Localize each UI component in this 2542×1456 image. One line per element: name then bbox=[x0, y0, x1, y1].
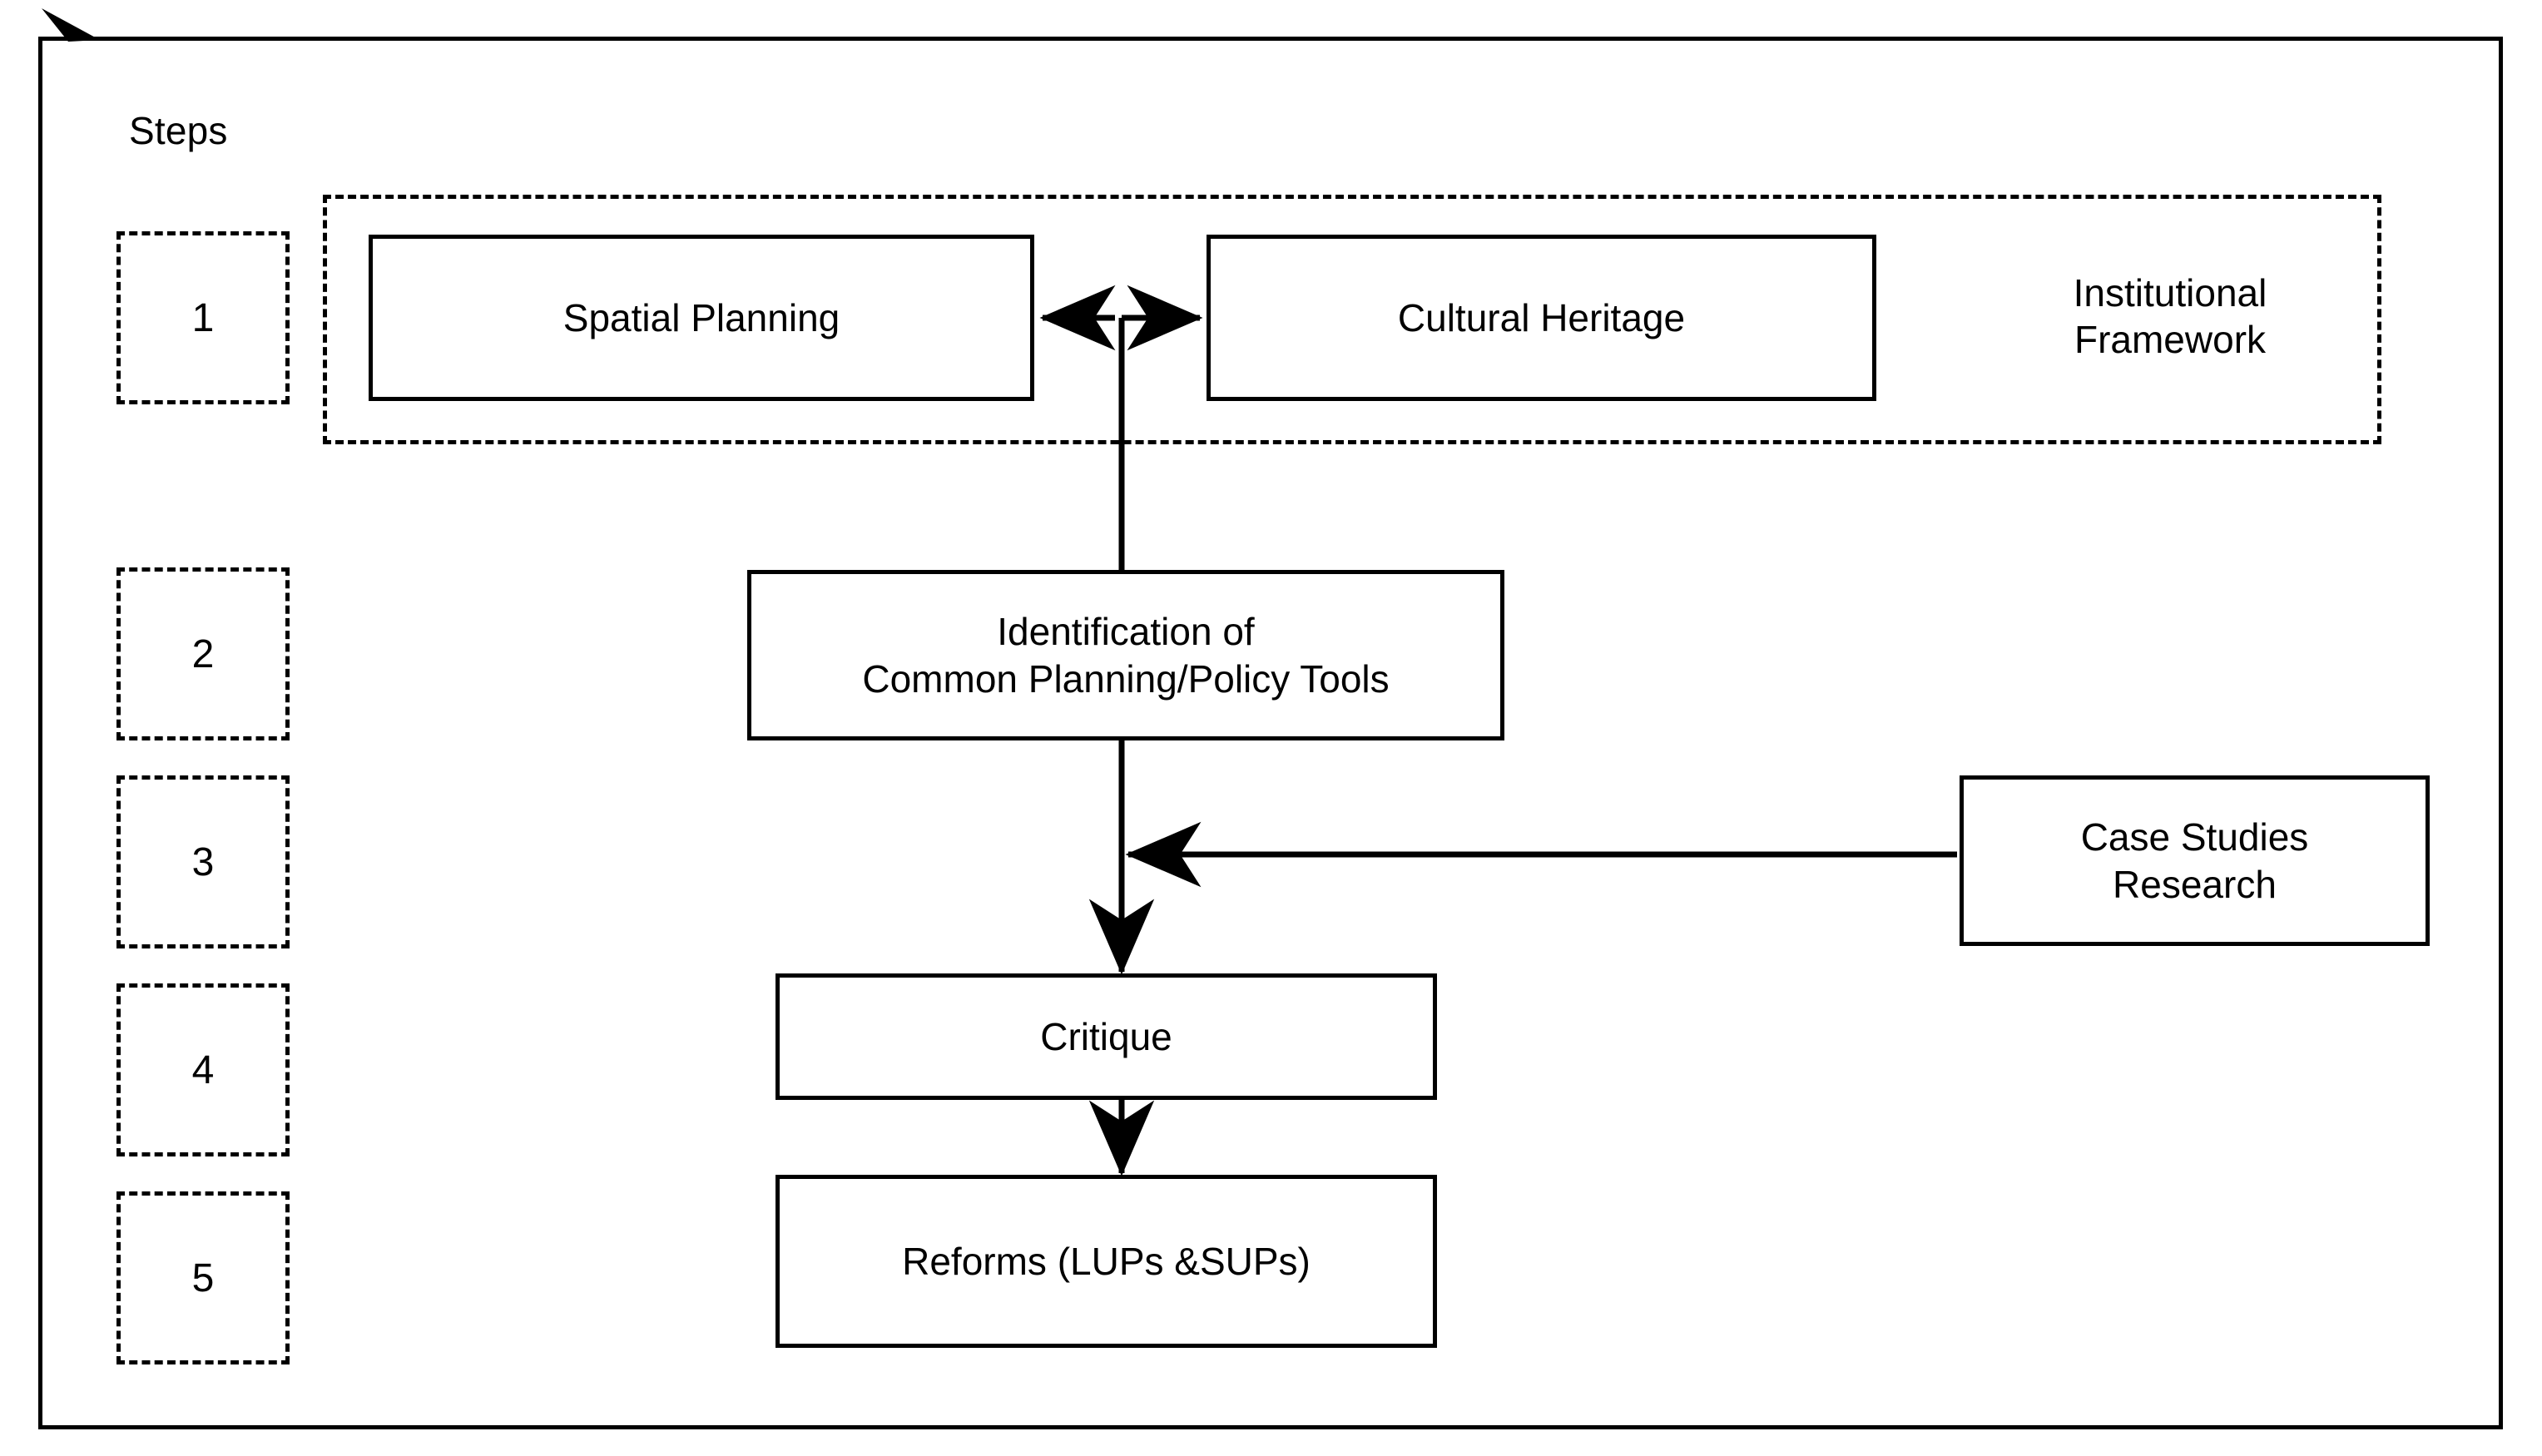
step-number-3: 3 bbox=[191, 839, 215, 884]
step-number-4: 4 bbox=[191, 1047, 215, 1092]
step-chip-3: 3 bbox=[116, 775, 290, 948]
step-number-1: 1 bbox=[191, 295, 215, 340]
frame-corner-arrow-icon bbox=[42, 8, 100, 42]
node-identification-of-common-tools[interactable]: Identification of Common Planning/Policy… bbox=[747, 570, 1504, 740]
step-number-2: 2 bbox=[191, 631, 215, 676]
node-reforms[interactable]: Reforms (LUPs &SUPs) bbox=[775, 1175, 1437, 1348]
step-chip-4: 4 bbox=[116, 983, 290, 1156]
node-spatial-planning[interactable]: Spatial Planning bbox=[369, 235, 1034, 401]
institutional-framework-group bbox=[323, 195, 2381, 444]
step-chip-1: 1 bbox=[116, 231, 290, 404]
step-number-5: 5 bbox=[191, 1255, 215, 1300]
diagram-outer-frame bbox=[38, 37, 2503, 1429]
step-chip-5: 5 bbox=[116, 1191, 290, 1364]
institutional-framework-caption: Institutional Framework bbox=[2073, 271, 2267, 362]
node-case-studies-research[interactable]: Case Studies Research bbox=[1960, 775, 2430, 946]
step-chip-2: 2 bbox=[116, 567, 290, 740]
node-critique[interactable]: Critique bbox=[775, 973, 1437, 1100]
node-cultural-heritage[interactable]: Cultural Heritage bbox=[1207, 235, 1876, 401]
steps-title: Steps bbox=[129, 109, 228, 152]
